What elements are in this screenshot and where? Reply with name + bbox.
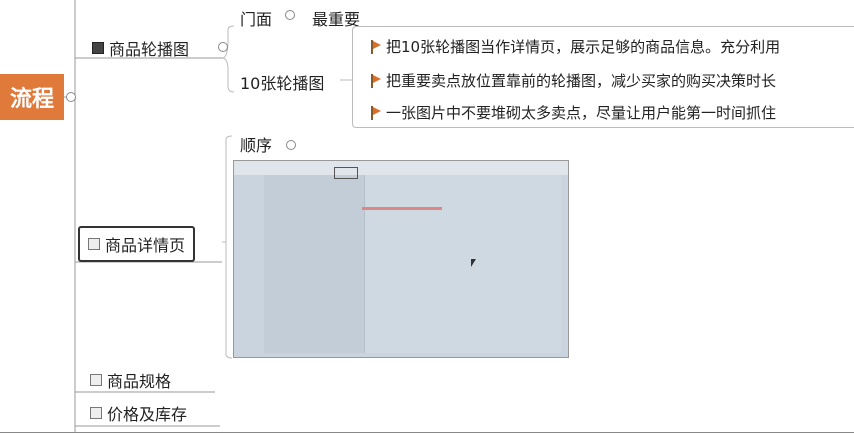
carousel-child-facade[interactable]: 门面: [240, 10, 273, 29]
note-item[interactable]: 把重要卖点放位置靠前的轮播图，减少买家的购买决策时长: [370, 70, 776, 91]
notes-box: [352, 26, 854, 128]
image-toolbar: [234, 161, 568, 175]
image-panel-left: [264, 175, 364, 353]
branch-carousel[interactable]: 商品轮播图: [92, 36, 189, 60]
flag-icon: [370, 105, 381, 120]
root-label: 流程: [9, 87, 54, 112]
image-panel-main: [364, 175, 561, 353]
branch-price[interactable]: 价格及库存: [90, 401, 187, 425]
branch-detail-label: 商品详情页: [105, 236, 186, 255]
branch-spec[interactable]: 商品规格: [90, 368, 171, 392]
flag-icon: [370, 73, 381, 88]
branch-detail[interactable]: 商品详情页: [78, 226, 196, 262]
flag-icon: [370, 39, 381, 54]
image-selection-box: [334, 167, 358, 179]
topic-icon: [92, 42, 104, 54]
carousel-collapse-icon[interactable]: [218, 42, 228, 52]
branch-carousel-label: 商品轮播图: [109, 40, 190, 59]
image-text-line: [362, 207, 442, 210]
topic-icon: [90, 374, 102, 386]
note-item[interactable]: 把10张轮播图当作详情页，展示足够的商品信息。充分利用: [370, 36, 780, 57]
facade-collapse-icon[interactable]: [285, 10, 295, 20]
carousel-child-ten[interactable]: 10张轮播图: [240, 74, 325, 93]
detail-child-order[interactable]: 顺序: [240, 136, 273, 155]
cursor-icon: [471, 259, 476, 267]
branch-spec-label: 商品规格: [107, 372, 172, 391]
carousel-child-facade-value[interactable]: 最重要: [312, 10, 361, 29]
root-collapse-icon[interactable]: [66, 92, 76, 102]
branch-price-label: 价格及库存: [107, 405, 188, 424]
topic-icon: [88, 238, 100, 250]
detail-screenshot-image[interactable]: [233, 160, 569, 358]
topic-icon: [90, 407, 102, 419]
bottom-divider: [0, 432, 854, 433]
order-collapse-icon[interactable]: [286, 140, 296, 150]
root-node[interactable]: 流程: [0, 74, 64, 120]
note-item[interactable]: 一张图片中不要堆砌太多卖点，尽量让用户能第一时间抓住: [370, 102, 776, 123]
